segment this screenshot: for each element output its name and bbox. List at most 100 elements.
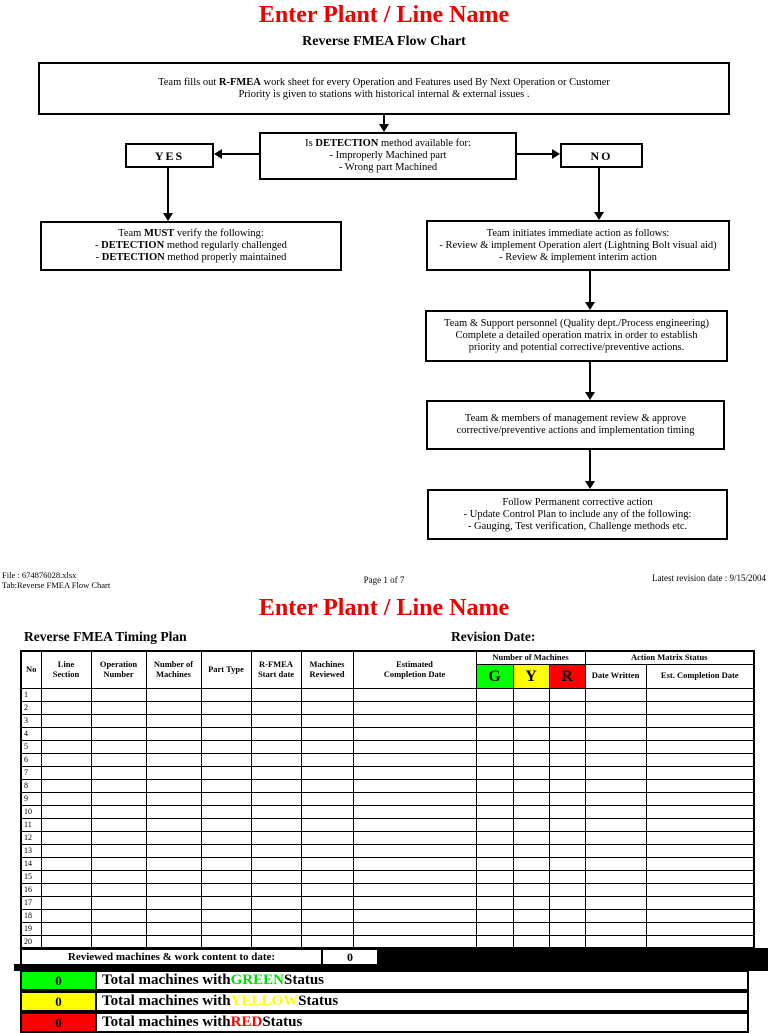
empty-cell — [475, 869, 514, 884]
footer-revision-date: Latest revision date : 9/15/2004 — [652, 573, 766, 583]
empty-cell — [548, 817, 586, 832]
flow-chart-subtitle: Reverse FMEA Flow Chart — [302, 34, 466, 49]
empty-cell — [200, 843, 252, 858]
empty-cell — [300, 739, 354, 754]
empty-cell — [584, 713, 647, 728]
empty-cell — [145, 908, 202, 923]
column-header: Machines Reviewed — [300, 650, 354, 689]
empty-cell — [512, 869, 550, 884]
empty-cell — [548, 908, 586, 923]
empty-cell — [584, 895, 647, 910]
status-header-y: Y — [512, 663, 550, 689]
empty-cell — [584, 804, 647, 819]
empty-cell — [475, 726, 514, 741]
empty-cell — [512, 843, 550, 858]
empty-cell — [548, 843, 586, 858]
empty-cell — [40, 882, 92, 897]
status-header-g: G — [475, 663, 514, 689]
empty-cell — [90, 739, 147, 754]
empty-cell — [90, 700, 147, 715]
column-header: Estimated Completion Date — [352, 650, 477, 689]
page-title-2: Enter Plant / Line Name — [258, 595, 510, 621]
empty-cell — [200, 700, 252, 715]
empty-cell — [145, 830, 202, 845]
empty-cell — [200, 869, 252, 884]
table-row: 1 — [20, 687, 755, 702]
table-row: 4 — [20, 726, 755, 741]
empty-cell — [548, 739, 586, 754]
green-status-label: Total machines with GREEN Status — [102, 972, 324, 988]
empty-cell — [352, 804, 477, 819]
empty-cell — [645, 843, 755, 858]
empty-cell — [352, 778, 477, 793]
footer-file-info: File : 674876028.xlsx Tab:Reverse FMEA F… — [2, 570, 110, 590]
empty-cell — [548, 778, 586, 793]
empty-cell — [250, 700, 302, 715]
empty-cell — [200, 921, 252, 936]
empty-cell — [145, 765, 202, 780]
empty-cell — [200, 882, 252, 897]
empty-cell — [145, 778, 202, 793]
empty-cell — [300, 830, 354, 845]
empty-cell — [90, 908, 147, 923]
group-header-action-matrix: Action Matrix Status — [584, 650, 755, 665]
empty-cell — [475, 817, 514, 832]
empty-cell — [645, 934, 755, 949]
empty-cell — [512, 700, 550, 715]
empty-cell — [475, 882, 514, 897]
empty-cell — [145, 856, 202, 871]
empty-cell — [548, 856, 586, 871]
table-row: 16 — [20, 882, 755, 897]
empty-cell — [145, 791, 202, 806]
empty-cell — [548, 869, 586, 884]
empty-cell — [645, 752, 755, 767]
empty-cell — [512, 817, 550, 832]
empty-cell — [90, 934, 147, 949]
empty-cell — [250, 817, 302, 832]
support-box: Team & Support personnel (Quality dept./… — [425, 310, 728, 362]
empty-cell — [548, 791, 586, 806]
row-number-cell: 17 — [20, 895, 42, 910]
table-row: 19 — [20, 921, 755, 936]
row-number-cell: 11 — [20, 817, 42, 832]
row-number-cell: 3 — [20, 713, 42, 728]
empty-cell — [40, 856, 92, 871]
table-row: 10 — [20, 804, 755, 819]
empty-cell — [352, 700, 477, 715]
empty-cell — [584, 843, 647, 858]
summary-row-yellow: 0 Total machines with YELLOW Status — [20, 991, 749, 1012]
footer-page-number: Page 1 of 7 — [363, 575, 405, 585]
empty-cell — [645, 713, 755, 728]
table-row: 7 — [20, 765, 755, 780]
empty-cell — [90, 856, 147, 871]
empty-cell — [584, 921, 647, 936]
empty-cell — [90, 921, 147, 936]
summary-row-green: 0 Total machines with GREEN Status — [20, 970, 749, 991]
empty-cell — [145, 687, 202, 702]
row-number-cell: 1 — [20, 687, 42, 702]
empty-cell — [300, 908, 354, 923]
empty-cell — [300, 726, 354, 741]
empty-cell — [512, 830, 550, 845]
empty-cell — [475, 687, 514, 702]
empty-cell — [200, 830, 252, 845]
empty-cell — [352, 921, 477, 936]
empty-cell — [300, 778, 354, 793]
empty-cell — [512, 934, 550, 949]
empty-cell — [250, 752, 302, 767]
empty-cell — [475, 791, 514, 806]
empty-cell — [512, 882, 550, 897]
empty-cell — [512, 765, 550, 780]
summary-row-red: 0 Total machines with RED Status — [20, 1012, 749, 1033]
empty-cell — [584, 830, 647, 845]
empty-cell — [250, 856, 302, 871]
empty-cell — [145, 921, 202, 936]
empty-cell — [40, 843, 92, 858]
row-number-cell: 10 — [20, 804, 42, 819]
empty-cell — [352, 843, 477, 858]
empty-cell — [300, 869, 354, 884]
empty-cell — [200, 791, 252, 806]
empty-cell — [40, 934, 92, 949]
red-count-cell: 0 — [22, 1014, 97, 1031]
